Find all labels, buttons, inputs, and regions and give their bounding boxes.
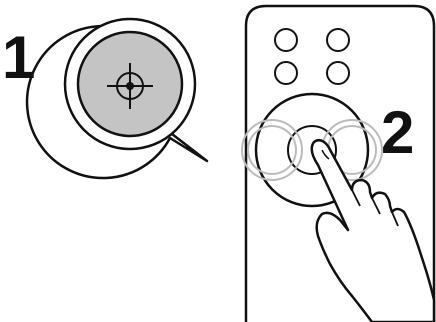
remote-button-top-right <box>327 29 349 51</box>
remote-button-top-left <box>275 29 297 51</box>
step-number-2: 2 <box>381 103 414 163</box>
remote-button-mid-right <box>327 62 349 84</box>
remote-button-mid-left <box>275 62 297 84</box>
step-number-1: 1 <box>2 28 35 88</box>
speech-bubble <box>27 19 207 178</box>
